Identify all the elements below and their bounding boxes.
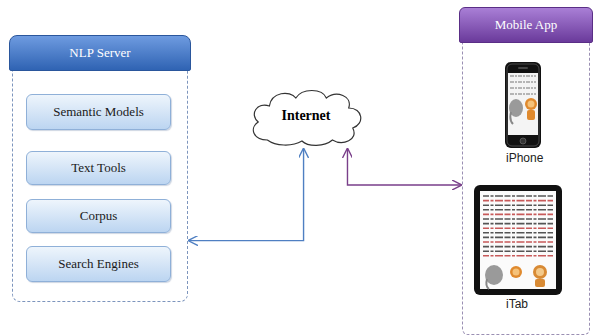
server-group: NLP ServerSemantic ModelsText ToolsCorpu… [12, 35, 188, 302]
screen-text-line [483, 223, 553, 225]
component-box: Semantic Models [26, 94, 171, 130]
screen-text-line [483, 227, 553, 229]
mobile-group: Mobile App [462, 7, 590, 335]
screen-text-line [483, 250, 553, 252]
group-header: NLP Server [9, 35, 191, 71]
box-label: Search Engines [58, 256, 139, 272]
phone-illustration [505, 62, 541, 148]
screen-text-line [510, 93, 536, 94]
screen-text-line [483, 200, 553, 202]
connector-arrow [347, 149, 461, 185]
box-label: Text Tools [71, 160, 126, 176]
screen-text-line [483, 209, 553, 211]
screen-text-line [483, 195, 553, 197]
component-box: Search Engines [26, 246, 171, 282]
box-label: Semantic Models [53, 104, 144, 120]
internet-cloud: Internet [245, 84, 367, 148]
screen-text-line [483, 255, 553, 257]
screen-text-line [510, 87, 536, 88]
component-box: Text Tools [26, 151, 171, 185]
device-label: iTab [506, 297, 528, 311]
screen-text-line [483, 214, 553, 216]
device-label: iPhone [506, 151, 543, 165]
cloud-label: Internet [282, 108, 331, 124]
screen-text-line [483, 232, 553, 234]
screen-text-line [483, 237, 553, 239]
screen-text-line [483, 246, 553, 248]
component-box: Corpus [26, 199, 171, 233]
screen-text-line [483, 204, 553, 206]
connector-arrow [189, 149, 304, 241]
tablet-illustration [474, 185, 562, 295]
screen-text-line [510, 81, 536, 82]
screen-text-line [483, 241, 553, 243]
group-header: Mobile App [459, 7, 593, 43]
box-label: Corpus [80, 208, 118, 224]
screen-text-line [510, 75, 536, 76]
screen-text-line [483, 218, 553, 220]
